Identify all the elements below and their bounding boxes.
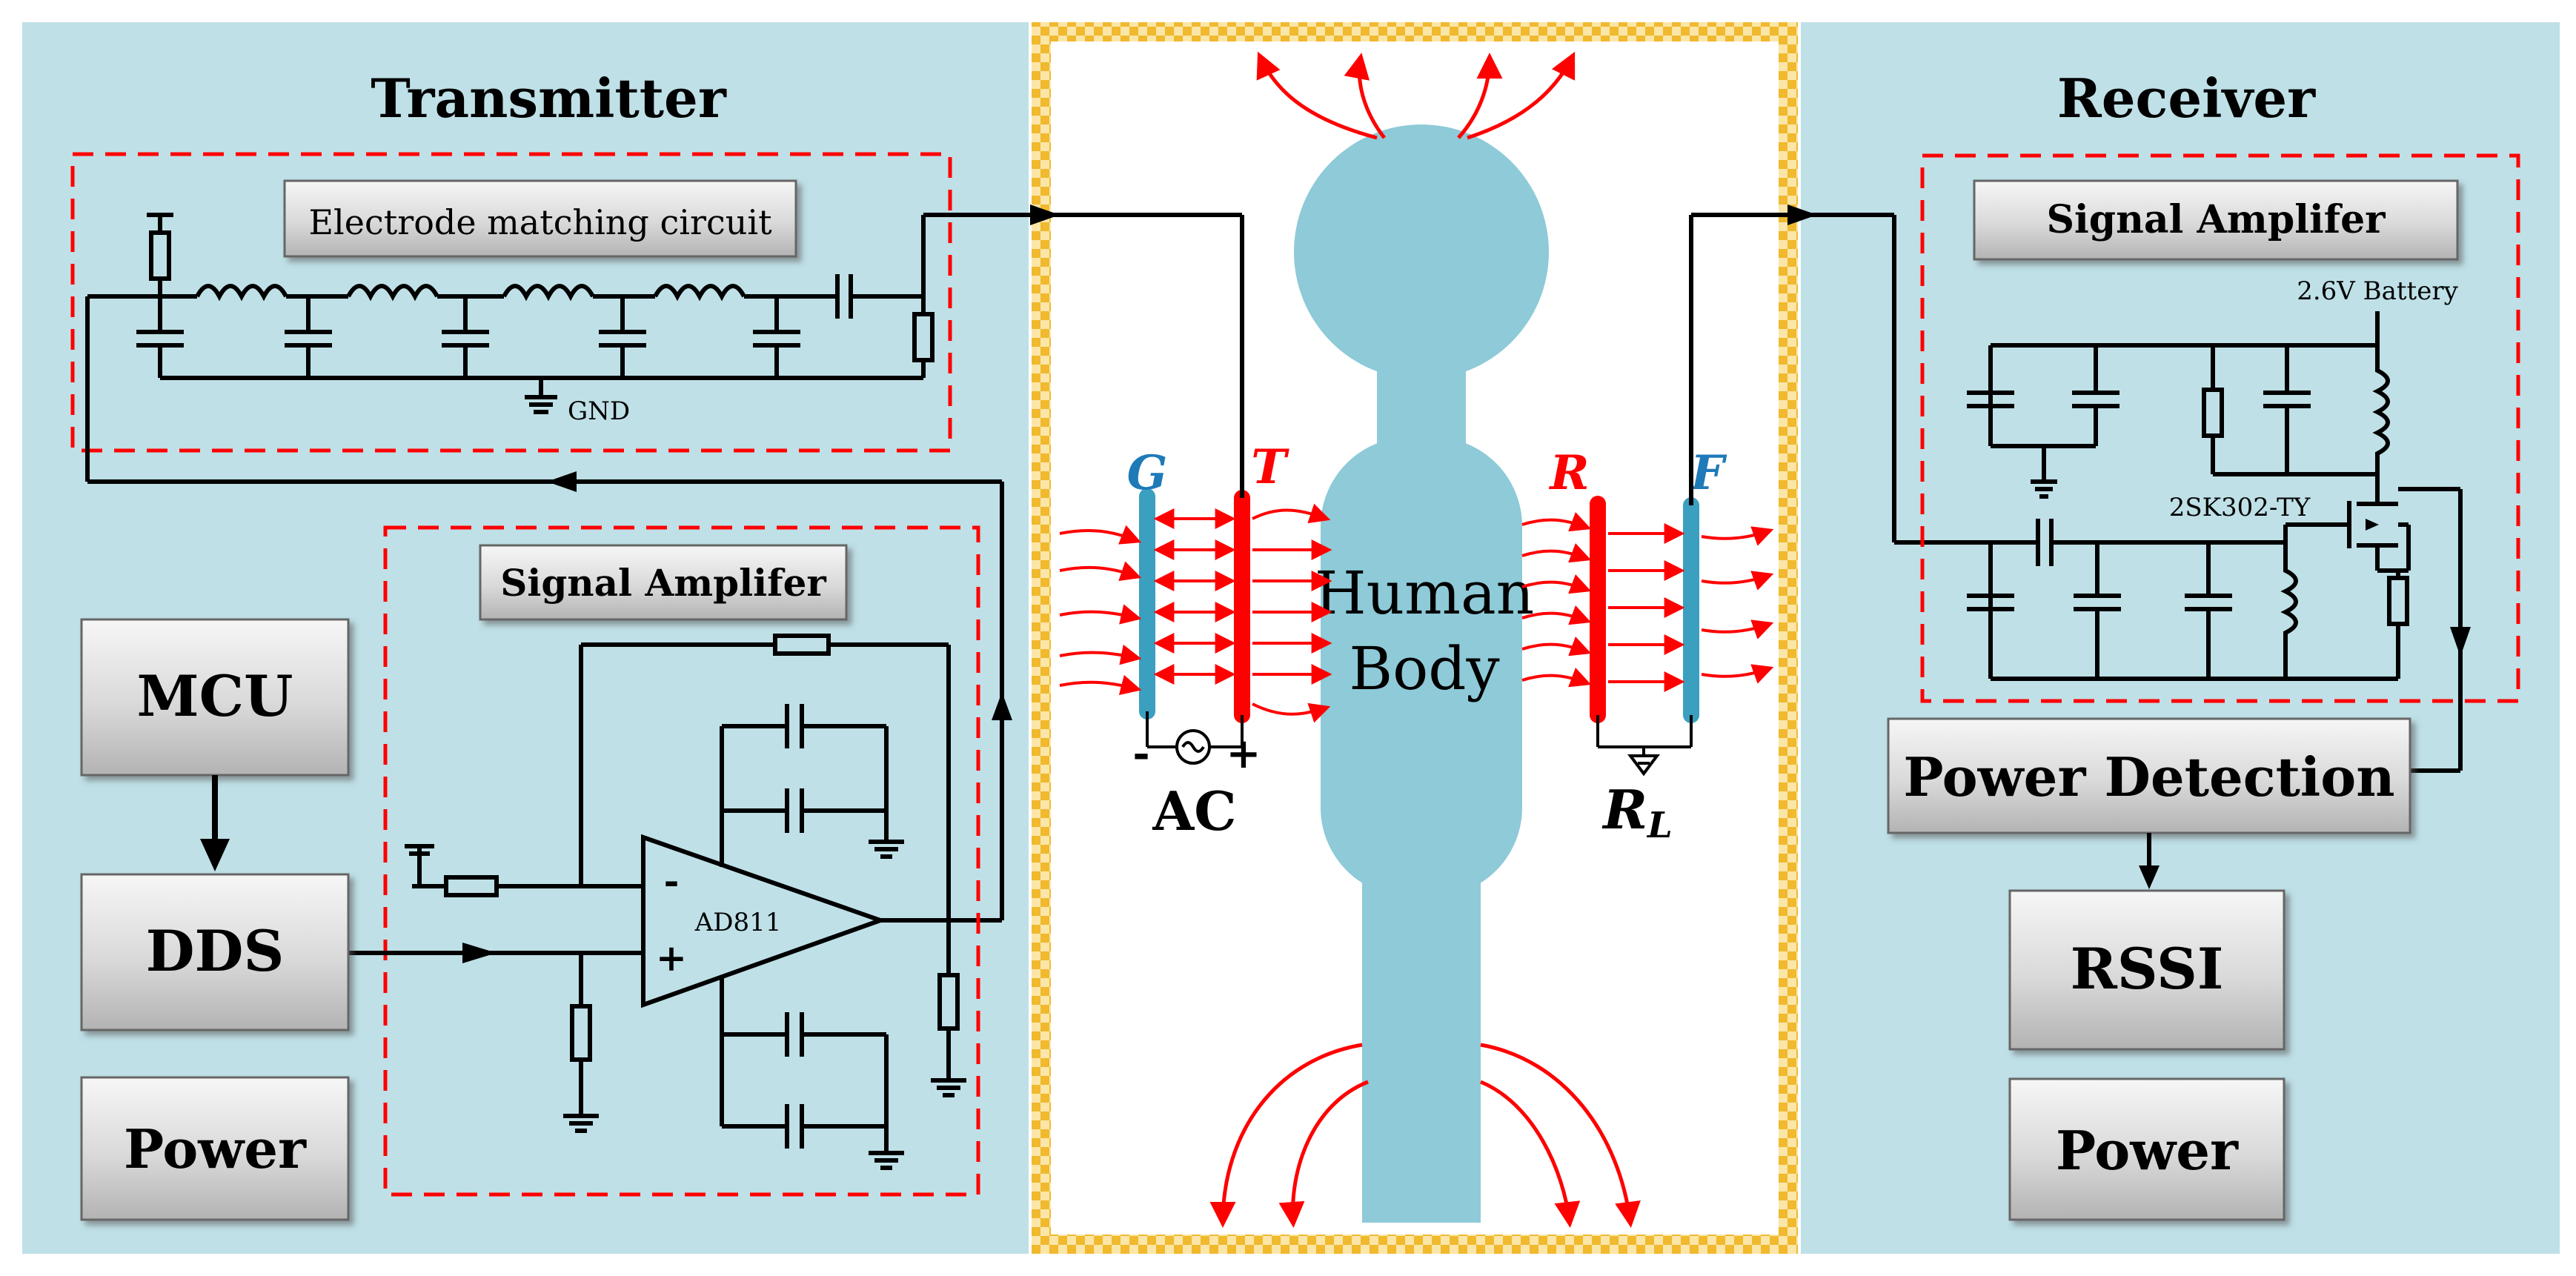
matching-circuit-label: Electrode matching circuit xyxy=(308,202,772,242)
transmitter-title: Transmitter xyxy=(371,67,727,130)
electrode-g-label: G xyxy=(1127,445,1168,501)
dds-input-arrow xyxy=(462,943,497,963)
electrode-t-label: T xyxy=(1251,439,1289,495)
tx-power-label: Power xyxy=(124,1117,307,1180)
feedback-arrow-left xyxy=(547,471,577,492)
load-resistor-symbol xyxy=(1596,715,1693,777)
matching-circuit-box xyxy=(70,152,952,453)
electrode-r-label: R xyxy=(1548,445,1589,501)
rx-amp-label: Signal Amplifer xyxy=(2046,197,2386,242)
rx-amp-schematic xyxy=(1967,311,2463,773)
body-label-line1: Human xyxy=(1315,559,1534,628)
ac-minus-label: - xyxy=(1132,729,1149,778)
tx-amp-header xyxy=(479,544,848,621)
tx-amp-label: Signal Amplifer xyxy=(500,561,826,605)
load-label-main: R xyxy=(1601,778,1647,841)
load-label: RL xyxy=(1601,778,1673,846)
matching-circuit-header xyxy=(283,179,797,258)
human-body-shape xyxy=(1294,124,1549,1223)
rx-inner-field-lines xyxy=(1608,523,1685,692)
tx-power-box xyxy=(80,1076,350,1221)
opamp-label: AD811 xyxy=(694,908,782,937)
tx-outer-field-lines xyxy=(1059,525,1142,695)
rx-amp-header xyxy=(1973,179,2459,261)
tx-output-arrow xyxy=(1030,205,1060,225)
opamp-plus: + xyxy=(656,936,687,980)
rx-power-box xyxy=(2008,1077,2285,1221)
tx-inner-field-lines xyxy=(1153,508,1236,685)
gnd-label: GND xyxy=(568,396,630,426)
feedback-arrow-up xyxy=(992,692,1012,720)
mcu-box xyxy=(80,618,350,777)
tx-amp-box xyxy=(383,525,980,1197)
matching-circuit-schematic xyxy=(85,213,1244,498)
ac-source-label: AC xyxy=(1152,780,1236,843)
rx-output-arrow xyxy=(2450,627,2471,657)
top-field-lines xyxy=(1256,51,1576,140)
dds-label: DDS xyxy=(146,918,285,984)
body-label-line2: Body xyxy=(1349,634,1499,703)
fet-label: 2SK302-TY xyxy=(2169,493,2311,522)
load-label-sub: L xyxy=(1646,805,1673,846)
rx-amp-box xyxy=(1920,153,2520,703)
rssi-box xyxy=(2008,889,2285,1051)
rx-outer-field-lines xyxy=(1701,526,1774,684)
bottom-field-lines xyxy=(1209,1043,1641,1228)
rx-body-field-lines xyxy=(1521,512,1592,688)
mcu-to-dds-arrow xyxy=(200,839,230,871)
rx-input-arrow xyxy=(1787,205,1817,225)
ac-source-symbol xyxy=(1146,711,1244,765)
ac-plus-label: + xyxy=(1226,729,1261,778)
power-detection-label: Power Detection xyxy=(1903,745,2394,808)
rssi-label: RSSI xyxy=(2071,936,2224,1002)
detection-to-rssi-arrow xyxy=(2139,865,2160,889)
receiver-title: Receiver xyxy=(2057,67,2316,130)
rx-power-label: Power xyxy=(2056,1119,2239,1182)
fet-arrow xyxy=(2366,519,2379,531)
electrode-f-label: F xyxy=(1689,445,1727,501)
power-detection-box xyxy=(1887,717,2411,834)
dds-box xyxy=(80,873,350,1031)
tx-body-field-lines xyxy=(1252,503,1332,723)
opamp-minus: - xyxy=(664,859,680,903)
mcu-label: MCU xyxy=(137,663,293,729)
battery-label: 2.6V Battery xyxy=(2297,276,2458,306)
